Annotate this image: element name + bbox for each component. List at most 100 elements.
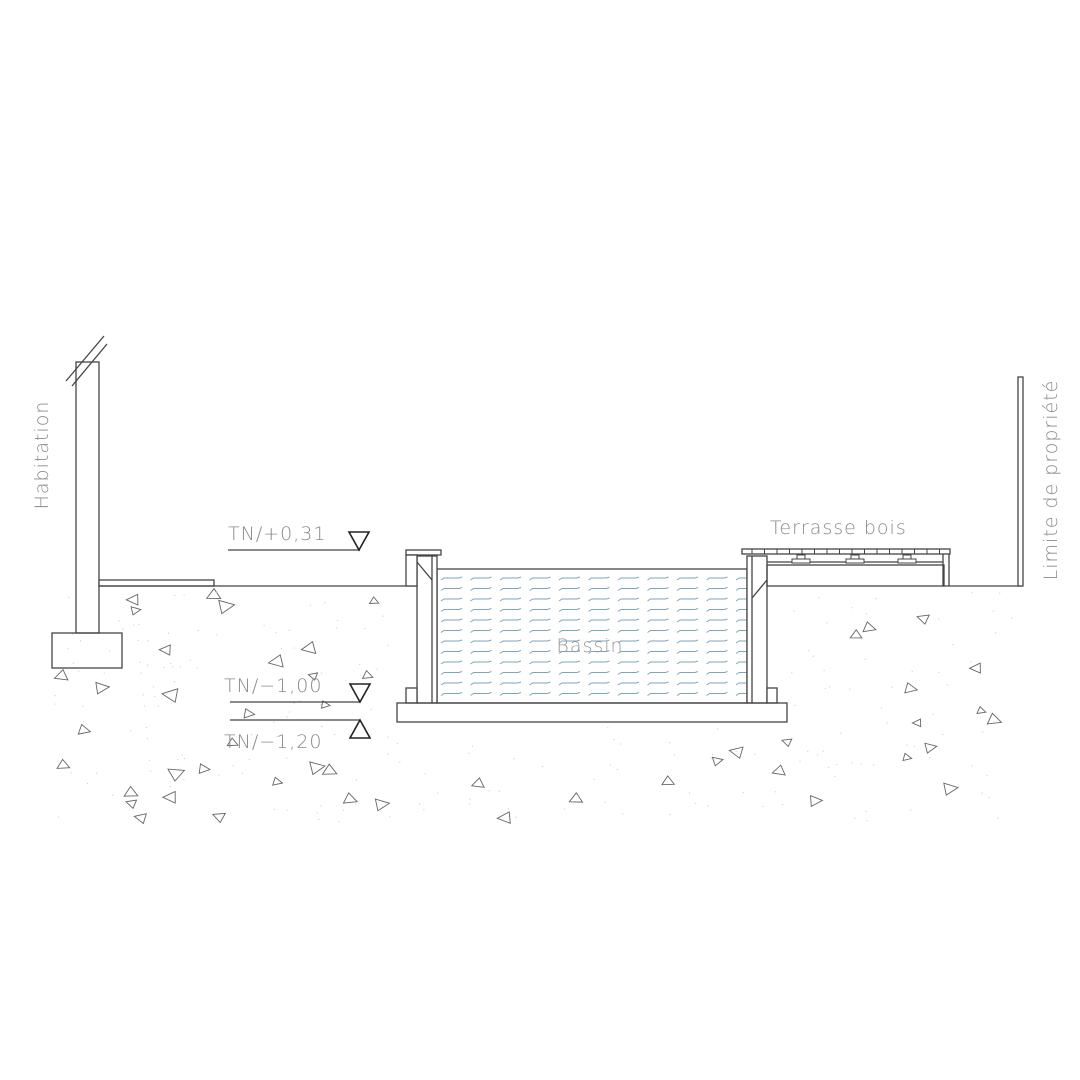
water-mark <box>706 629 728 633</box>
water-mark <box>499 597 522 602</box>
water-mark <box>558 660 581 665</box>
water-mark <box>558 692 581 696</box>
water-mark <box>706 639 728 644</box>
water-mark <box>647 597 669 602</box>
gravel-mark <box>986 712 1003 725</box>
gravel-mark <box>911 718 922 728</box>
property-limit-label: Limite de propriété <box>1040 380 1062 581</box>
water-mark <box>588 681 610 686</box>
triangle-up-icon <box>348 718 372 739</box>
gravel-mark <box>342 792 359 804</box>
water-mark <box>676 671 699 675</box>
water-mark <box>558 639 581 644</box>
water-mark <box>558 576 581 581</box>
terrace-label: Terrasse bois <box>770 517 907 539</box>
gravel-mark <box>95 681 111 695</box>
gravel-mark <box>902 752 913 762</box>
water-mark <box>647 681 669 686</box>
level-marker-2: TN/−1,20 <box>224 718 372 753</box>
gravel-mark <box>205 587 222 600</box>
water-mark <box>706 681 728 686</box>
water-mark <box>647 671 669 675</box>
water-mark <box>647 650 669 654</box>
water-mark <box>558 608 581 612</box>
gravel-mark <box>158 644 171 656</box>
water-mark <box>558 650 581 654</box>
water-mark <box>529 608 551 612</box>
property-limit-wall <box>1017 376 1024 587</box>
water-mark <box>617 681 640 686</box>
water-mark <box>499 587 522 591</box>
water-mark <box>588 608 610 612</box>
gravel-mark <box>300 640 317 655</box>
gravel-mark <box>728 746 744 760</box>
habitation-label: Habitation <box>31 401 53 510</box>
water-mark <box>676 639 699 644</box>
water-mark <box>558 618 581 623</box>
water-mark <box>499 650 522 654</box>
water-mark <box>529 681 551 686</box>
gravel-mark <box>161 790 176 804</box>
water-mark <box>529 660 551 665</box>
gravel-mark <box>320 700 332 709</box>
water-mark <box>706 587 728 591</box>
water-mark <box>706 618 728 623</box>
water-mark <box>499 692 522 696</box>
gravel-mark <box>77 723 92 735</box>
gravel-mark <box>943 782 960 796</box>
water-mark <box>588 618 610 623</box>
gravel-mark <box>368 596 380 604</box>
water-mark <box>499 618 522 623</box>
gravel-mark <box>904 682 919 694</box>
water-mark <box>676 618 699 623</box>
water-mark <box>529 597 551 602</box>
gravel-mark <box>309 761 327 776</box>
gravel-mark <box>125 799 138 810</box>
water-mark <box>440 660 463 665</box>
water-mark <box>440 608 463 612</box>
water-mark <box>499 681 522 686</box>
water-mark <box>706 660 728 665</box>
water-mark <box>558 671 581 675</box>
triangle-down-icon <box>348 683 372 704</box>
gravel-mark <box>167 768 186 782</box>
gravel-mark <box>133 813 147 825</box>
water-mark <box>470 587 492 591</box>
water-mark <box>499 671 522 675</box>
gravel-mark <box>267 654 284 668</box>
water-mark <box>647 608 669 612</box>
water-mark <box>529 639 551 644</box>
wood-terrace <box>741 548 951 587</box>
water-mark <box>647 639 669 644</box>
gravel-mark <box>321 763 338 775</box>
gravel-mark <box>496 811 511 824</box>
gravel-mark <box>226 737 239 747</box>
water-mark <box>440 576 463 581</box>
water-mark <box>706 597 728 602</box>
water-mark <box>647 629 669 633</box>
water-mark <box>440 650 463 654</box>
gravel-mark <box>568 792 584 803</box>
water-mark <box>470 671 492 675</box>
gravel-mark <box>924 742 938 754</box>
water-mark <box>588 660 610 665</box>
terrace-pedestals <box>791 554 917 564</box>
water-mark <box>617 629 640 633</box>
water-mark <box>588 629 610 633</box>
water-mark <box>470 660 492 665</box>
water-mark <box>647 692 669 696</box>
water-mark <box>676 608 699 612</box>
water-mark <box>647 660 669 665</box>
water-mark <box>676 681 699 686</box>
gravel-mark <box>849 629 863 639</box>
gravel-mark <box>198 763 211 774</box>
water-mark <box>588 671 610 675</box>
gravel-mark <box>160 688 179 703</box>
water-mark <box>647 576 669 581</box>
water-mark <box>588 587 610 591</box>
water-mark <box>529 587 551 591</box>
water-mark <box>617 692 640 696</box>
pool-label: Bassin <box>556 635 623 657</box>
gravel-mark <box>243 708 256 719</box>
